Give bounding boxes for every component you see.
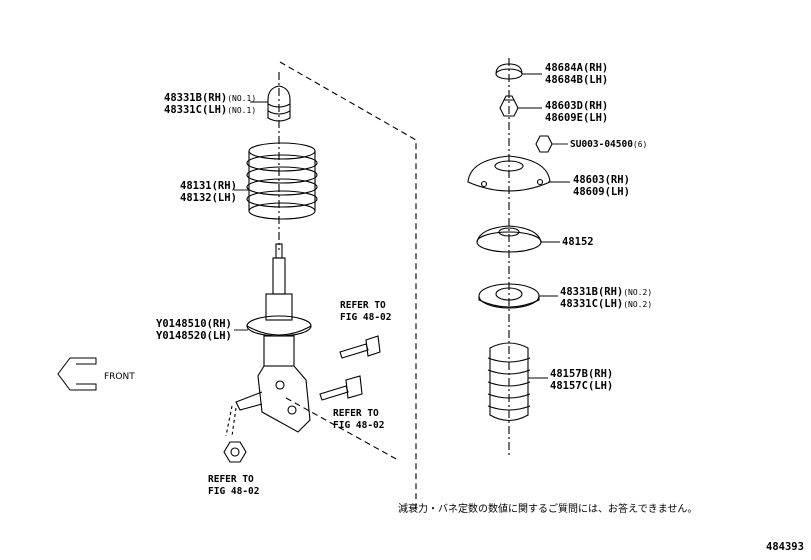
front-arrow (57, 357, 97, 391)
label-su003-04500: SU003-04500(6) (570, 139, 648, 150)
footnote: 減衰力・バネ定数の数値に関するご質問には、お答えできません。 (398, 504, 698, 515)
label-48684b-lh: 48684B(LH) (545, 74, 609, 86)
bolt-upper (339, 335, 381, 359)
label-48331b-rh-no2: 48331B(RH)(NO.2) (560, 286, 653, 298)
label-48131-rh: 48131(RH) (180, 180, 237, 192)
label-48331c-lh-no2: 48331C(LH)(NO.2) (560, 298, 653, 310)
label-48603-rh: 48603(RH) (573, 174, 630, 186)
small-nut (535, 135, 553, 153)
label-48609-lh: 48609(LH) (573, 186, 630, 198)
front-label: FRONT (104, 372, 135, 382)
leader-lines (234, 73, 570, 379)
label-48609e-lh: 48609E(LH) (545, 112, 609, 124)
nut-lower (223, 441, 247, 463)
bump-stopper-no1 (267, 85, 291, 122)
label-48157c-lh: 48157C(LH) (550, 380, 614, 392)
label-48157b-rh: 48157B(RH) (550, 368, 614, 380)
label-48603d-rh: 48603D(RH) (545, 100, 609, 112)
label-48152: 48152 (562, 236, 594, 248)
strut-mount (467, 155, 551, 192)
label-y0148520-lh: Y0148520(LH) (156, 330, 232, 342)
label-y0148510-rh: Y0148510(RH) (156, 318, 232, 330)
coil-spring (246, 142, 318, 220)
label-48331b-rh-no1: 48331B(RH)(NO.1) (164, 92, 257, 104)
label-48331c-lh-no1: 48331C(LH)(NO.1) (164, 104, 257, 116)
figure-id: 484393 (766, 541, 804, 553)
label-48132-lh: 48132(LH) (180, 192, 237, 204)
bolt-lower (319, 375, 363, 401)
label-48684a-rh: 48684A(RH) (545, 62, 609, 74)
bump-stopper-boot (487, 342, 531, 422)
shock-absorber (225, 243, 312, 437)
dashed-outline (279, 61, 417, 510)
